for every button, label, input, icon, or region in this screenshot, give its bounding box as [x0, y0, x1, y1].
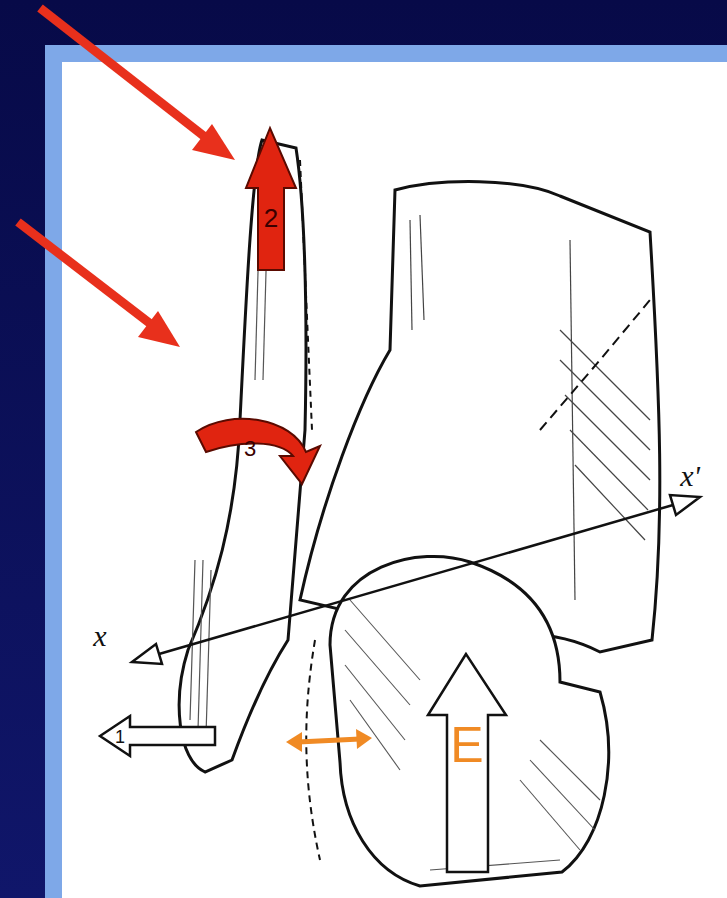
callout-number: 3 — [244, 438, 256, 460]
axis-label: x — [93, 621, 106, 651]
force-label: E — [450, 720, 483, 770]
callout-number: 2 — [264, 205, 278, 231]
callout-number: 1 — [115, 728, 125, 746]
axis-label: x' — [680, 461, 700, 491]
